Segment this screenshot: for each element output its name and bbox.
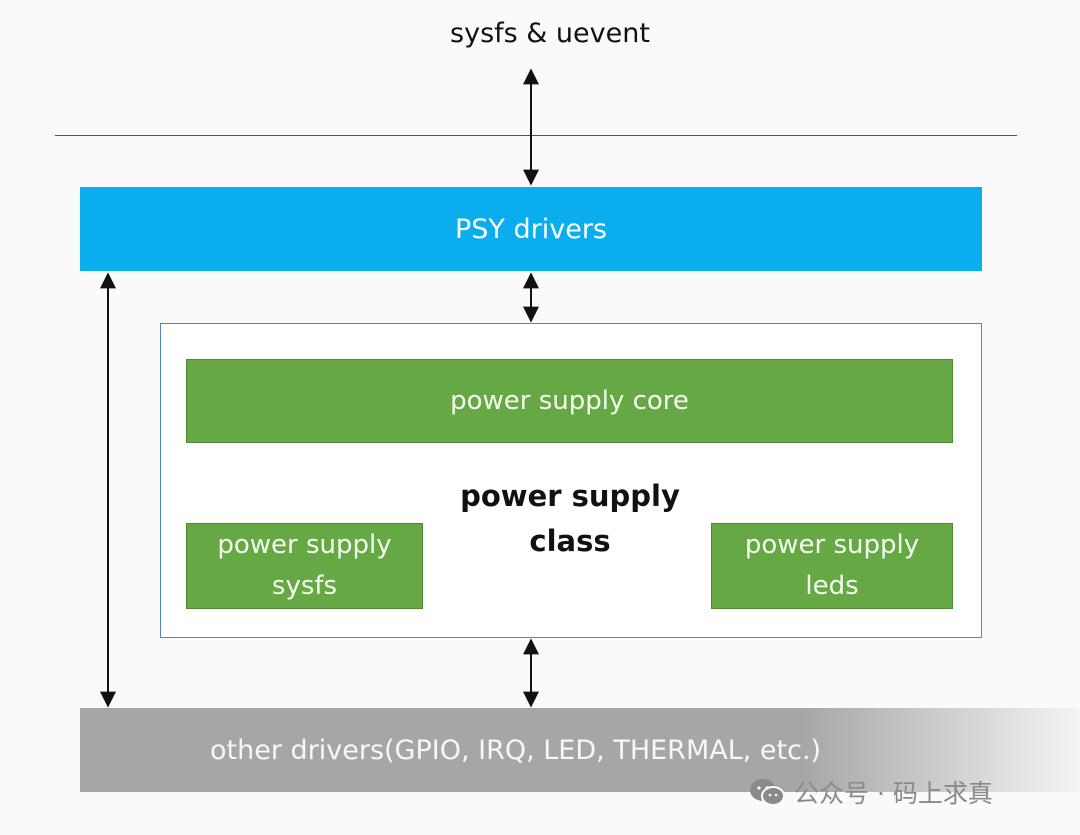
watermark-text: 公众号 · 码上求真 — [794, 779, 993, 808]
wechat-icon — [750, 779, 785, 806]
psy-drivers-box: PSY drivers — [80, 187, 982, 271]
psy-drivers-label: PSY drivers — [455, 213, 607, 245]
sysfs-label-line2: sysfs — [271, 571, 338, 601]
power-supply-sysfs-box: power supply sysfs — [186, 523, 423, 609]
sysfs-label-line1: power supply — [217, 530, 392, 560]
power-supply-class-label: power supply class — [430, 474, 710, 564]
class-label-line2: class — [529, 524, 611, 558]
class-label-line1: power supply — [460, 479, 680, 513]
leds-label-line2: leds — [805, 571, 859, 601]
watermark: 公众号 · 码上求真 — [748, 772, 993, 812]
top-label: sysfs & uevent — [450, 18, 650, 49]
power-supply-leds-box: power supply leds — [711, 523, 953, 609]
other-drivers-box: other drivers(GPIO, IRQ, LED, THERMAL, e… — [80, 708, 1080, 792]
power-supply-core-label: power supply core — [450, 385, 689, 416]
power-supply-core-box: power supply core — [186, 359, 953, 443]
leds-label-line1: power supply — [744, 530, 920, 560]
other-drivers-label: other drivers(GPIO, IRQ, LED, THERMAL, e… — [210, 734, 822, 766]
